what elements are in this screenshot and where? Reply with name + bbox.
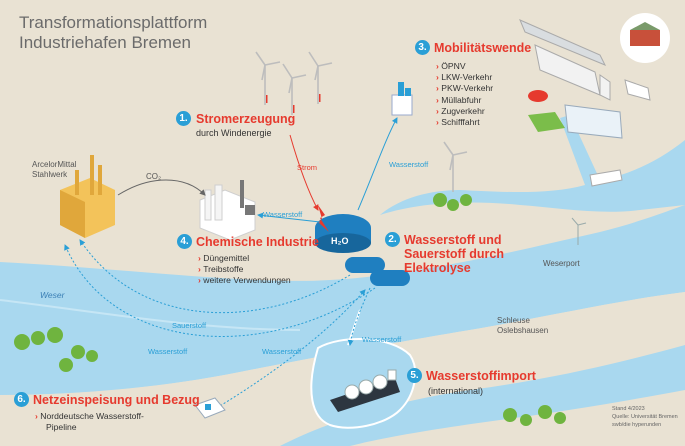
h2o-label: H₂O [331,236,349,246]
schleuse-label-line1: Schleuse [497,316,530,325]
step-3-item: LKW-Verkehr [436,72,493,83]
step-3-item: Schifffahrt [436,117,493,128]
step-2-heading-line2: Sauerstoff durch [404,247,505,261]
wasserstoff-label-import: Wasserstoff [362,335,402,344]
step-2-badge: 2. [385,232,400,247]
weser-river [0,205,685,395]
credit-line3: swb/die hyperunden [612,422,662,428]
step-1-badge: 1. [176,111,191,126]
step-2-heading-line1: Wasserstoff und [404,233,502,247]
trees [14,193,566,426]
step-5-badge: 5. [407,368,422,383]
credit-line2: Quelle: Universität Bremen [612,414,678,420]
credit-line1: Stand 4/2023 [612,406,645,412]
step-3-item: ÖPNV [436,61,493,72]
step-6-list: Norddeutsche Wasserstoff- [35,411,144,422]
step-6-heading: Netzeinspeisung und Bezug [33,393,200,407]
electrolyser [315,205,410,286]
page-title-line1: Transformationsplattform [19,13,208,32]
wasserstoff-label-river: Wasserstoff [148,347,188,356]
step-4-item: Treibstoffe [198,264,291,275]
h2-station [391,82,413,116]
step-3-heading: Mobilitätswende [434,41,532,55]
sauerstoff-label: Sauerstoff [172,321,207,330]
step-4-list: Düngemittel Treibstoffe weitere Verwendu… [198,253,291,287]
chemical-plant [199,180,256,241]
step-4-item: weitere Verwendungen [198,275,290,286]
wasserstoff-label-pipeline: Wasserstoff [262,347,302,356]
step-3-badge: 3. [415,40,430,55]
steelworks-label-line1: ArcelorMittal [32,160,77,169]
weserport-label: Weserport [543,259,580,268]
steelworks-label-line2: Stahlwerk [32,170,68,179]
page-title-line2: Industriehafen Bremen [19,33,191,52]
wasserstoff-label-top: Wasserstoff [389,160,429,169]
step-4-heading: Chemische Industrie [196,235,319,249]
harbour-basin [380,115,685,215]
step-3-item: Müllabfuhr [436,95,493,106]
step-3-list: ÖPNV LKW-Verkehr PKW-Verkehr Müllabfuhr … [436,61,493,128]
co2-label: CO₂ [146,172,162,181]
wasserstoff-label-chem: Wasserstoff [263,210,303,219]
lng-ship [330,369,400,412]
step-4-badge: 4. [177,234,192,249]
step-1-sub: durch Windenergie [196,128,272,138]
weser-label: Weser [40,290,65,300]
step-4-item: Düngemittel [198,253,291,264]
step-5-sub: (international) [428,386,484,396]
steelworks [60,155,115,238]
step-6-item: Norddeutsche Wasserstoff- [35,411,144,422]
schleuse-label-line2: Oslebshausen [497,326,549,335]
pipeline-station [194,397,226,419]
step-2-heading-line3: Elektrolyse [404,261,471,275]
step-5-heading: Wasserstoffimport [426,369,536,383]
bremen-townhall-icon [620,13,670,63]
step-6-item-cont: Pipeline [46,422,77,432]
strom-label: Strom [297,163,318,172]
step-3-item: PKW-Verkehr [436,83,493,94]
step-1-heading: Stromerzeugung [196,112,296,126]
step-3-item: Zugverkehr [436,106,493,117]
vehicles [519,19,651,187]
wind-turbines [255,51,468,192]
step-6-badge: 6. [14,392,29,407]
